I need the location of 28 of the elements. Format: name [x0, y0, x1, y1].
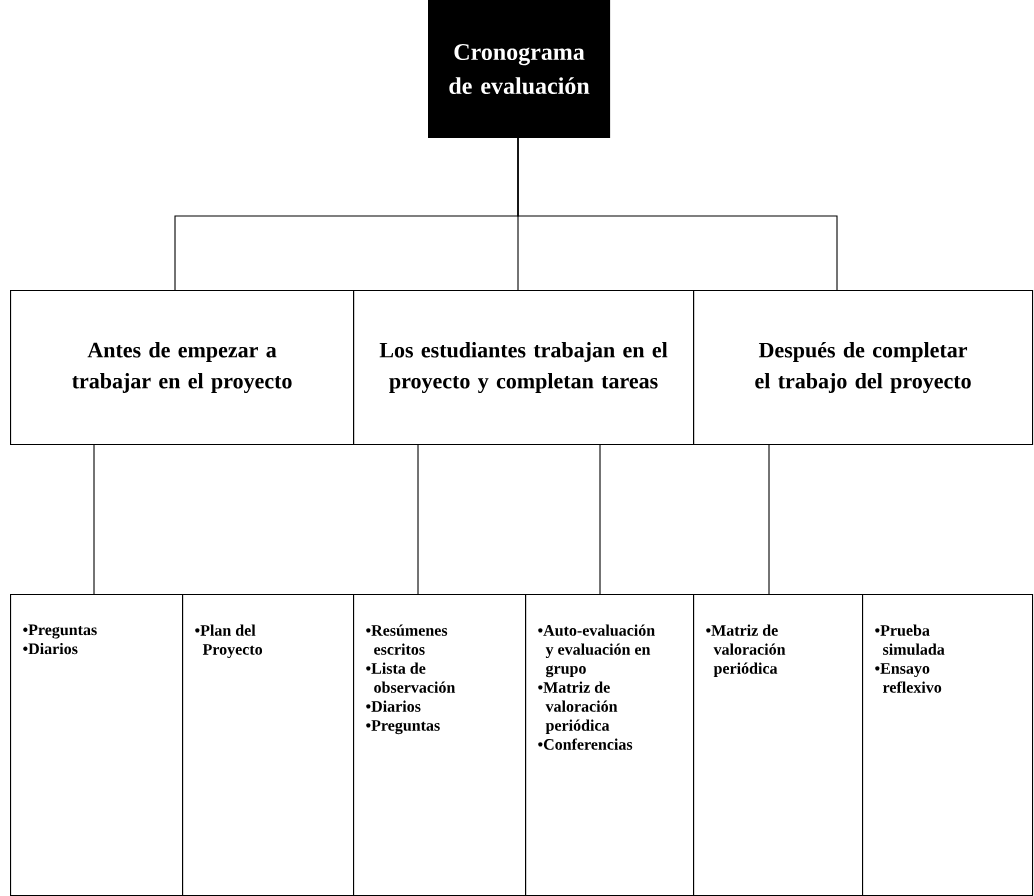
- category-box: Después de completar el trabajo del proyecto: [693, 290, 1034, 446]
- connector-line: [517, 137, 838, 291]
- connector-line: [599, 444, 601, 595]
- category-box: Los estudiantes trabajan en el proyecto y completan tareas: [353, 290, 695, 446]
- list-item: •Matriz de valoración periódica: [706, 624, 786, 678]
- list-item: •Resúmenes escritos: [366, 624, 448, 655]
- list-item: •Preguntas: [23, 624, 97, 639]
- list-item: •Conferencias: [538, 738, 633, 750]
- list-box: [353, 594, 527, 896]
- list-item: •Diarios: [23, 642, 78, 655]
- list-item: •Preguntas: [366, 720, 440, 735]
- list-box: [182, 594, 355, 896]
- connector-line: [417, 444, 419, 595]
- list-item: •Matriz de valoración periódica: [538, 681, 618, 735]
- connector-line: [768, 444, 770, 595]
- list-item: •Plan del Proyecto: [195, 624, 263, 659]
- list-box: [525, 594, 695, 896]
- list-box: [693, 594, 864, 896]
- list-item: •Lista de observación: [366, 662, 456, 693]
- list-item: •Ensayo reflexivo: [875, 663, 942, 693]
- list-box: [862, 594, 1034, 896]
- list-item: •Diarios: [366, 700, 421, 712]
- list-item: •Auto-evaluación y evaluación en grupo: [538, 624, 655, 678]
- list-item: •Prueba simulada: [875, 624, 945, 655]
- list-box: [10, 594, 184, 896]
- connector-line: [93, 444, 95, 595]
- category-box: Antes de empezar a trabajar en el proyecto: [10, 290, 355, 446]
- title-box: Cronograma de evaluación: [428, 0, 611, 139]
